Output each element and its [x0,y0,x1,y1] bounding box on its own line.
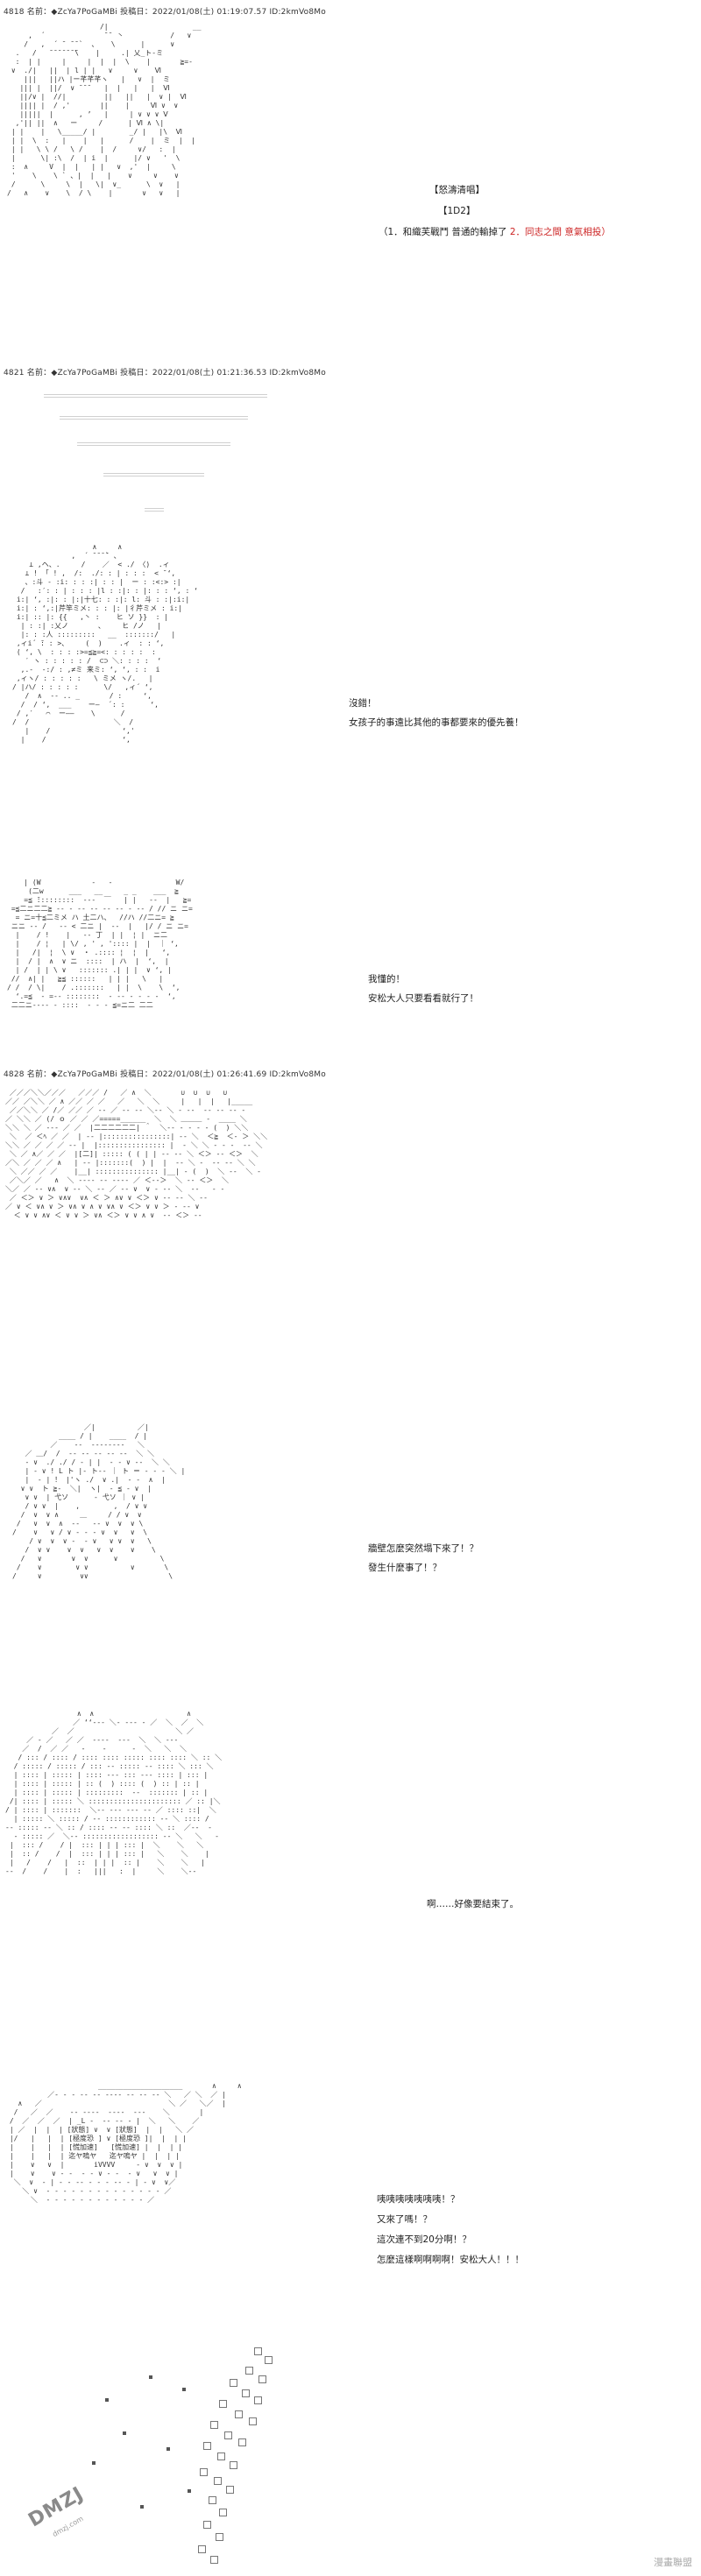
separator-line [44,394,267,395]
pixel-block [249,2417,257,2425]
separator-line [145,508,164,509]
pixel-block [258,2375,266,2383]
pixel-block [219,2509,227,2516]
pixel-block [210,2421,218,2429]
ascii-art-character: ∧ ∧ , ´ ̄ ̄ ̄ ̄` 、 ⊥ ,ヘ、. / ／ < ./ 〈) .ィ… [12,543,198,744]
vote-options: （1．和織芙戰鬥 普通的輸掉了 2．同志之間 意氣相投） [379,222,611,243]
pixel-block [198,2545,206,2553]
pixel-block [230,2461,237,2469]
pixel-block [226,2486,234,2494]
dialog-line: 這次連不到20分啊！？ [377,2234,471,2245]
ascii-art-character: /| __ , ´ ̄ ̄ 丶 / ∨ / , ´ ̄ ̄ ̄ ` 、 \ | … [7,23,202,197]
dialog-line: 咦咦咦咦咦咦咦！？ [377,2194,460,2205]
pixel-block [217,2452,225,2460]
pixel-dot [149,2375,152,2379]
dialog-line: 我懂的！ [368,974,405,985]
pixel-dot [92,2461,96,2465]
dialog-line: 安松大人只要看看就行了！ [368,993,478,1004]
ascii-art-character: ／| ／| ____ / | ____ / | ／ ‐‐ ‐‐‐‐‐‐‐‐ ＼ … [12,1423,186,1580]
dialog-line: 牆壁怎麼突然塌下來了！？ [368,1543,478,1554]
separator-line [77,442,230,443]
pixel-block [203,2442,211,2450]
vote-result: 【怒濤清唱】 【1D2】 （1．和織芙戰鬥 普通的輸掉了 2．同志之間 意氣相投… [379,180,611,243]
dialog-line: 啊……好像要結束了。 [427,1899,519,1909]
pixel-dot [166,2447,170,2451]
dialog-box: 沒錯！ 女孩子的事遠比其他的事都要來的優先養！ [349,694,524,732]
separator-line [77,445,230,446]
vote-roll: 【1D2】 [438,206,476,216]
ascii-art-character: ____________________ ∧ ∧ ／‐ ‐ ‐ ‐‐ ‐‐ ‐‐… [9,2082,242,2204]
vote-option-1: （1．和織芙戰鬥 普通的輸掉了 [379,227,507,237]
vote-option-2: 2．同志之間 意氣相投） [509,227,611,237]
separator-line [60,416,248,417]
dialog-line: 女孩子的事遠比其他的事都要來的優先養！ [349,717,524,728]
pixel-block [254,2347,262,2355]
pixel-block [216,2533,223,2541]
pixel-block [214,2477,222,2485]
ascii-art-collapse-scene: ／／／＼＼／／／ ／／／ / ／ ∧ ＼ ∪ ∪ ∪ ∪ ／／ ／＼＼ ／ ∧ … [5,1089,268,1219]
dialog-box: 啊……好像要結束了。 [427,1895,519,1914]
separator-line [44,397,267,398]
pixel-dot [105,2398,109,2402]
ascii-art-character: ∧ ∧ ∧ ／ ‘‘‐‐‐ ＼‐ ‐‐‐ ‐ ／ ＼ ／ ＼ ／ ／ ＼ ／ ／… [5,1710,223,1875]
pixel-block [219,2400,227,2408]
pixel-block [254,2396,262,2404]
pixel-dot [140,2505,144,2509]
dialog-line: 怎麼這樣啊啊啊啊！安松大人！！！ [377,2255,524,2265]
pixel-block [210,2556,218,2564]
pixel-dot [188,2489,191,2493]
dialog-line: 沒錯！ [349,698,377,709]
post-header: 4818 名前：◆ZcYa7PoGaMBi 投稿日：2022/01/08(土) … [4,8,326,17]
separator-line [60,419,248,420]
dialog-box: 我懂的！ 安松大人只要看看就行了！ [368,970,478,1008]
post-header: 4828 名前：◆ZcYa7PoGaMBi 投稿日：2022/01/08(土) … [4,1070,326,1079]
pixel-block [265,2356,273,2364]
pixel-block [245,2367,253,2375]
pixel-block [230,2379,237,2387]
dialog-line: 又來了嗎！？ [377,2214,432,2225]
pixel-block [203,2521,211,2529]
dialog-box: 咦咦咦咦咦咦咦！？ 又來了嗎！？ 這次連不到20分啊！？ 怎麼這樣啊啊啊啊！安松… [377,2190,524,2270]
ascii-art-group: | (W - - W/ (二w ___ __ _ _ ___ ≧ =≦ ̄:::… [7,879,193,1009]
pixel-block [238,2438,246,2446]
vote-title: 【怒濤清唱】 [429,185,485,195]
separator-line [145,511,164,512]
pixel-block [209,2496,216,2504]
post-header: 4821 名前：◆ZcYa7PoGaMBi 投稿日：2022/01/08(土) … [4,369,326,378]
pixel-block [200,2468,208,2476]
dialog-box: 牆壁怎麼突然塌下來了！？ 發生什麼事了！？ [368,1539,478,1577]
pixel-dot [182,2388,186,2391]
pixel-block [224,2431,232,2439]
pixel-block [235,2410,243,2418]
separator-line [103,473,204,474]
pixel-block [242,2389,250,2397]
site-watermark: 漫畫聯盟 [654,2557,692,2568]
dialog-line: 發生什麼事了！？ [368,1563,442,1573]
pixel-dot [123,2431,126,2435]
